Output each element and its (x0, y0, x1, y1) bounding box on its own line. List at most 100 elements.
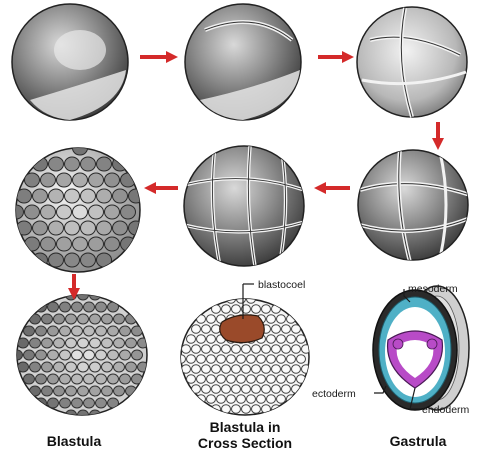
cell (182, 345, 191, 353)
cell (48, 350, 59, 360)
cell (96, 350, 107, 360)
cell (84, 326, 95, 336)
cell (90, 338, 101, 348)
cell (105, 205, 120, 219)
cell (73, 205, 88, 219)
cell (242, 385, 251, 393)
cell (247, 355, 256, 363)
cell (212, 345, 221, 353)
cell (108, 350, 119, 360)
cell (42, 362, 53, 372)
stage-label-cross-section-line2: Cross Section (198, 435, 292, 451)
cell (297, 355, 306, 363)
cell (277, 395, 286, 403)
cell (30, 386, 41, 396)
stage-two-cell (185, 4, 301, 120)
cell (192, 325, 201, 333)
cell (84, 374, 95, 384)
cell (114, 386, 125, 396)
cell (287, 335, 296, 343)
cell (272, 365, 281, 373)
cell (222, 365, 231, 373)
cell (36, 374, 47, 384)
cell (41, 237, 56, 251)
cell (66, 314, 77, 324)
stage-gastrula (373, 286, 469, 410)
cell (202, 385, 211, 393)
cell (257, 355, 266, 363)
cell (113, 221, 128, 235)
cell (132, 374, 143, 384)
stage-blastula (12, 290, 149, 420)
cell (60, 326, 71, 336)
cell (96, 374, 107, 384)
stage-one-cell (12, 4, 128, 120)
cell (242, 345, 251, 353)
cell (277, 315, 286, 323)
cell (252, 405, 261, 413)
cell (120, 374, 131, 384)
cell (78, 338, 89, 348)
cell (54, 314, 65, 324)
cell (217, 355, 226, 363)
cell (282, 325, 291, 333)
cell (97, 253, 112, 267)
cell (187, 335, 196, 343)
cell (36, 326, 47, 336)
cell (267, 395, 276, 403)
cell (222, 305, 231, 313)
cell (78, 386, 89, 396)
cell (72, 374, 83, 384)
arrow-4-to-8 (432, 122, 444, 150)
cell (192, 345, 201, 353)
cell (257, 395, 266, 403)
cell (72, 302, 83, 312)
cell (57, 173, 72, 187)
cell (202, 325, 211, 333)
cell (114, 338, 125, 348)
cell (54, 386, 65, 396)
cell (89, 173, 104, 187)
cell (297, 335, 306, 343)
cell (197, 375, 206, 383)
cell (212, 365, 221, 373)
cell (262, 345, 271, 353)
cell (242, 405, 251, 413)
cell (207, 335, 216, 343)
cell (81, 221, 96, 235)
cell (217, 395, 226, 403)
cell (197, 355, 206, 363)
cell (187, 375, 196, 383)
cell (267, 375, 276, 383)
cell (60, 350, 71, 360)
cell (41, 205, 56, 219)
cell (90, 386, 101, 396)
endoderm-label: endoderm (422, 404, 470, 416)
cell (277, 355, 286, 363)
cell (65, 221, 80, 235)
cell (262, 385, 271, 393)
cell (222, 385, 231, 393)
cell (237, 395, 246, 403)
cell (25, 237, 40, 251)
cell (232, 345, 241, 353)
cell (48, 398, 59, 408)
arrow-1-to-2 (140, 51, 178, 63)
stage-label-cross-section-line1: Blastula in (210, 419, 281, 435)
cell (114, 314, 125, 324)
cell (292, 365, 301, 373)
cell (121, 205, 136, 219)
cell (232, 385, 241, 393)
cell (105, 173, 120, 187)
cell (78, 314, 89, 324)
cell (90, 362, 101, 372)
cell (81, 157, 96, 171)
cell (84, 350, 95, 360)
cell (49, 157, 64, 171)
cell (57, 205, 72, 219)
cell (132, 350, 143, 360)
cell (267, 355, 276, 363)
cell (187, 355, 196, 363)
cell (97, 157, 112, 171)
